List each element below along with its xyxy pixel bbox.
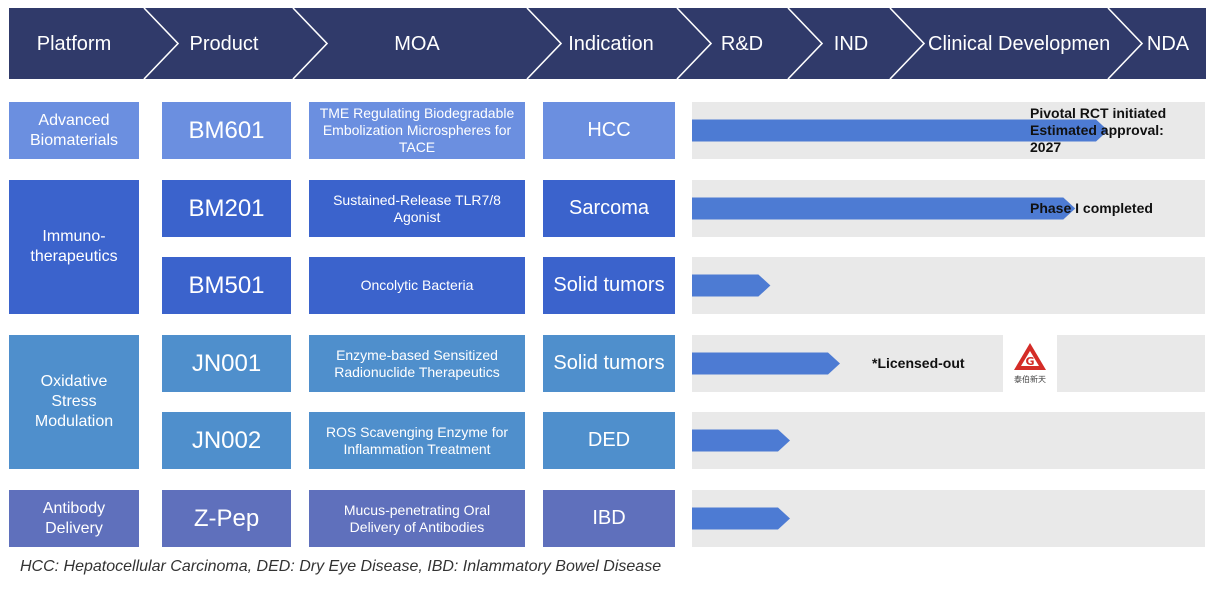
stage-header-ind: IND: [833, 33, 869, 55]
stage-header-moa: MOA: [394, 33, 440, 55]
moa-bm501: Oncolytic Bacteria: [309, 257, 525, 314]
platform-label: Oxidative Stress Modulation: [34, 373, 114, 430]
status-jn001: *Licensed-out: [872, 355, 965, 371]
progress-arrow-shape: [692, 352, 840, 375]
product-bm201: BM201: [162, 180, 291, 237]
indication-zpep: IBD: [543, 490, 675, 547]
moa-bm601: TME Regulating Biodegradable Embolizatio…: [309, 102, 525, 159]
progress-arrow-shape: [692, 429, 790, 452]
moa-zpep: Mucus-penetrating Oral Delivery of Antib…: [309, 490, 525, 547]
progress-arrow-jn002: [692, 429, 790, 452]
progress-track-bm601: [692, 102, 1205, 159]
stage-chevron-divider: [143, 7, 180, 80]
progress-arrow-jn001: [692, 352, 840, 375]
indication-jn002: DED: [543, 412, 675, 469]
stage-chevron-divider: [526, 7, 563, 80]
progress-arrow-shape: [692, 197, 1076, 220]
stage-chevron-divider: [1107, 7, 1144, 80]
pipeline-stage-header: [9, 7, 1206, 80]
moa-bm201: Sustained-Release TLR7/8 Agonist: [309, 180, 525, 237]
progress-arrow-bm501: [692, 274, 771, 297]
stage-chevron-divider: [787, 7, 824, 80]
progress-track-bm501: [692, 257, 1205, 314]
status-bm201: Phase I completed: [1030, 200, 1153, 216]
platform-label: Antibody Delivery: [42, 499, 106, 537]
product-bm601: BM601: [162, 102, 291, 159]
platform-oxidative: Oxidative Stress Modulation: [9, 335, 139, 469]
platform-label: Advanced Biomaterials: [29, 111, 119, 149]
moa-jn001: Enzyme-based Sensitized Radionuclide The…: [309, 335, 525, 392]
svg-text:G: G: [1025, 355, 1034, 368]
stage-header-indication: Indication: [568, 33, 654, 55]
indication-bm601: HCC: [543, 102, 675, 159]
platform-immuno: Immuno- therapeutics: [9, 180, 139, 314]
progress-arrow-shape: [692, 119, 1108, 142]
indication-jn001: Solid tumors: [543, 335, 675, 392]
progress-track-jn001: [692, 335, 1205, 392]
progress-arrow-shape: [692, 507, 790, 530]
progress-arrow-zpep: [692, 507, 790, 530]
stage-header-r-d: R&D: [720, 33, 764, 55]
abbreviation-footnote: HCC: Hepatocellular Carcinoma, DED: Dry …: [20, 558, 662, 575]
platform-antibody: Antibody Delivery: [9, 490, 139, 547]
product-zpep: Z-Pep: [162, 490, 291, 547]
header-band: [9, 8, 1206, 79]
product-jn001: JN001: [162, 335, 291, 392]
moa-jn002: ROS Scavenging Enzyme for Inflammation T…: [309, 412, 525, 469]
platform-advanced: Advanced Biomaterials: [9, 102, 139, 159]
stage-header-nda: NDA: [1146, 33, 1190, 55]
progress-track-jn002: [692, 412, 1205, 469]
product-jn002: JN002: [162, 412, 291, 469]
status-bm601: Pivotal RCT initiated Estimated approval…: [1030, 105, 1167, 155]
stage-header-clinical-developmen: Clinical Developmen: [928, 33, 1111, 55]
stage-header-product: Product: [189, 33, 259, 55]
platform-label: Immuno- therapeutics: [30, 228, 118, 265]
stage-chevron-divider: [292, 7, 329, 80]
product-bm501: BM501: [162, 257, 291, 314]
taibo-xintian-logo: G 泰伯新天: [1003, 335, 1057, 392]
progress-arrow-bm601: [692, 119, 1108, 142]
stage-chevron-divider: [889, 7, 926, 80]
progress-arrow-bm201: [692, 197, 1076, 220]
indication-bm501: Solid tumors: [543, 257, 675, 314]
stage-header-platform: Platform: [36, 33, 112, 55]
progress-track-bm201: [692, 180, 1205, 237]
indication-bm201: Sarcoma: [543, 180, 675, 237]
progress-arrow-shape: [692, 274, 771, 297]
stage-chevron-divider: [676, 7, 713, 80]
progress-track-zpep: [692, 490, 1205, 547]
partner-logo-mark: G: [1014, 343, 1046, 370]
partner-logo-text: 泰伯新天: [1014, 375, 1046, 384]
